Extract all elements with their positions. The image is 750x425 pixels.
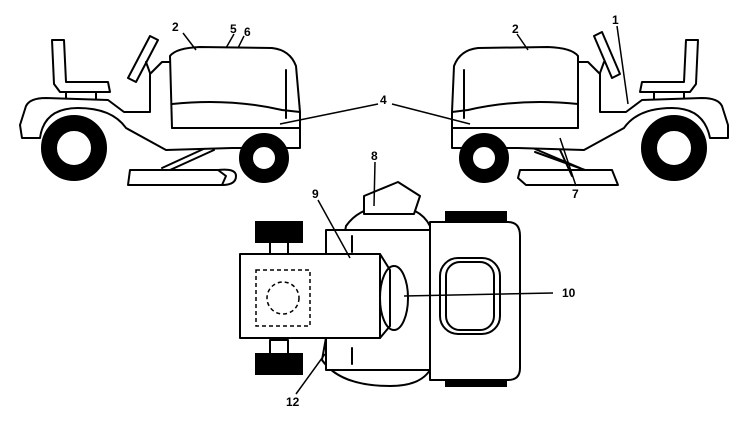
front-tire-top-lower xyxy=(255,353,303,375)
callout-5: 5 xyxy=(230,22,237,36)
rear-wheel-right xyxy=(641,115,707,181)
callout-10: 10 xyxy=(562,286,576,300)
callout-1: 1 xyxy=(612,13,619,27)
discharge-chute-top xyxy=(363,181,421,215)
mower-deck-right xyxy=(517,145,619,186)
callout-12: 12 xyxy=(286,395,300,409)
mower-right-side-view xyxy=(451,31,729,186)
front-wheel-right xyxy=(459,133,509,183)
callout-6: 6 xyxy=(244,25,251,39)
callout-9: 9 xyxy=(312,187,319,201)
seat-right xyxy=(639,39,699,101)
callout-4: 4 xyxy=(380,93,387,107)
mower-left-side-view xyxy=(19,35,301,186)
mower-deck-left xyxy=(127,145,237,186)
steering-column-top xyxy=(379,265,409,331)
hood-left xyxy=(169,46,301,129)
callout-8: 8 xyxy=(371,149,378,163)
front-axle-top-lower xyxy=(269,339,289,355)
seat-left xyxy=(51,39,111,101)
front-tire-top-upper xyxy=(255,221,303,243)
leader-lines xyxy=(182,25,629,395)
engine-outline-top xyxy=(255,269,311,327)
callout-7: 7 xyxy=(572,187,579,201)
rear-wheel-left xyxy=(41,115,107,181)
mower-top-view xyxy=(239,181,521,387)
hood-right xyxy=(451,46,579,129)
callout-labels: 2 5 6 2 1 4 7 8 9 10 12 xyxy=(172,13,619,409)
callout-2-left: 2 xyxy=(172,20,179,34)
callout-2-right: 2 xyxy=(512,22,519,36)
front-wheel-left xyxy=(239,133,289,183)
seat-top xyxy=(439,257,501,335)
